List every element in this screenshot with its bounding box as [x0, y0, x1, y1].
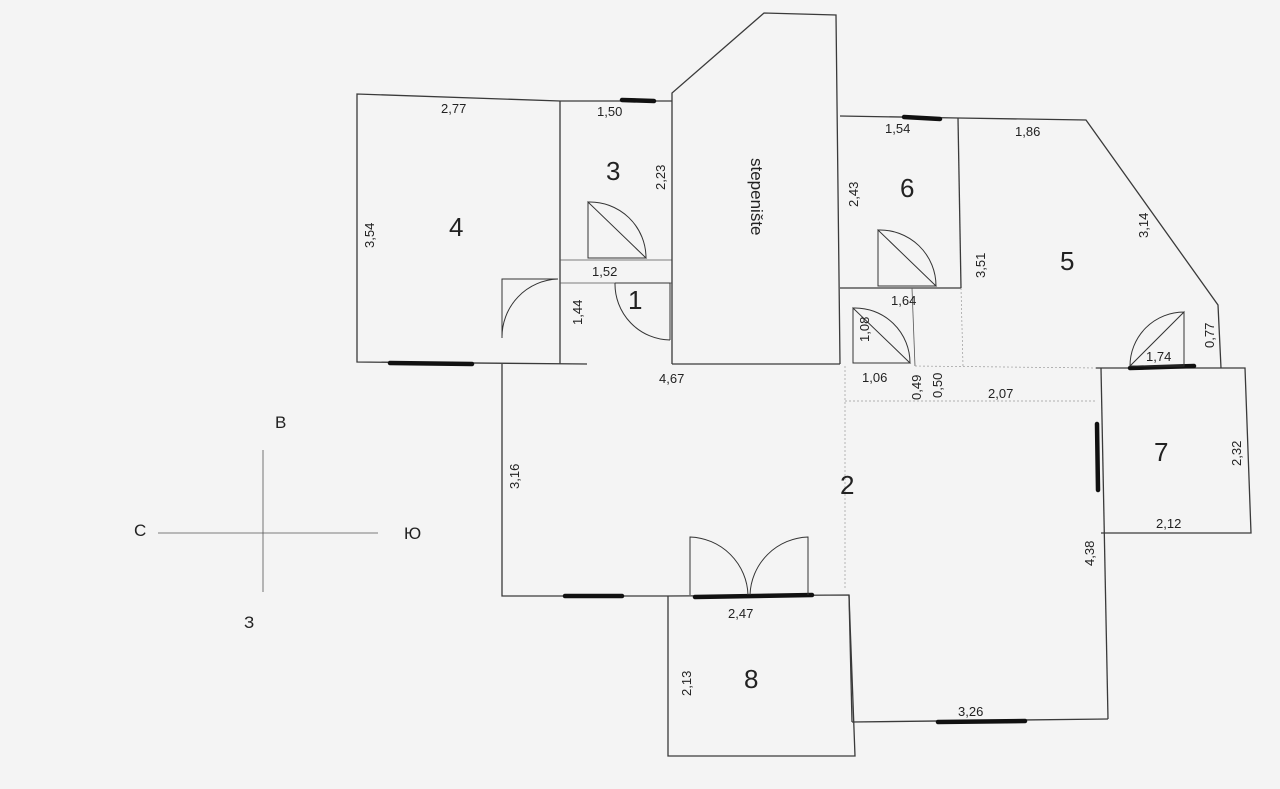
stairwell-walls: [671, 12, 841, 365]
room-1-label: 1: [628, 285, 642, 315]
room-5-bottom-wall: [914, 365, 1097, 369]
dim-4-38: 4,38: [1082, 541, 1097, 566]
door-room-1: [614, 282, 671, 341]
door-room-5: [1128, 310, 1185, 367]
window-room-4: [387, 360, 475, 367]
room-2-walls: [501, 364, 668, 597]
room-6-label: 6: [900, 173, 914, 203]
dim-1-52: 1,52: [592, 264, 617, 279]
dim-0-49: 0,49: [909, 375, 924, 400]
dim-1-74: 1,74: [1146, 349, 1171, 364]
compass: В С Ю З: [134, 413, 421, 632]
room-4-walls: [356, 93, 588, 365]
dim-2-13: 2,13: [679, 671, 694, 696]
dim-1-54: 1,54: [885, 121, 910, 136]
dim-2-47: 2,47: [728, 606, 753, 621]
room-5-walls: [957, 117, 1222, 369]
room-7-label: 7: [1154, 437, 1168, 467]
dim-1-44: 1,44: [570, 300, 585, 325]
dim-3-26: 3,26: [958, 704, 983, 719]
window-room-6: [901, 114, 943, 122]
dim-2-12: 2,12: [1156, 516, 1181, 531]
dim-3-51: 3,51: [973, 253, 988, 278]
dim-4-67: 4,67: [659, 371, 684, 386]
dim-1-08: 1,08: [857, 317, 872, 342]
dim-1-64: 1,64: [891, 293, 916, 308]
walls: [356, 12, 1252, 757]
door-room-4: [501, 278, 559, 339]
room-4-label: 4: [449, 212, 463, 242]
compass-north-label: В: [275, 413, 286, 432]
dim-3-16: 3,16: [507, 464, 522, 489]
doors: [501, 200, 1185, 596]
room-6-right-wall: [957, 117, 962, 289]
room-5-label: 5: [1060, 246, 1074, 276]
room-3-label: 3: [606, 156, 620, 186]
dim-2-32: 2,32: [1229, 441, 1244, 466]
dim-0-77: 0,77: [1202, 323, 1217, 348]
dim-1-86: 1,86: [1015, 124, 1040, 139]
window-room-7: [1094, 421, 1101, 493]
room-2-label: 2: [840, 470, 854, 500]
dim-1-06: 1,06: [862, 370, 887, 385]
dim-0-50: 0,50: [930, 373, 945, 398]
small-room-right-wall: [911, 287, 916, 367]
room-2-right-wall: [1100, 367, 1109, 720]
room-8-label: 8: [744, 664, 758, 694]
double-door-room-8: [689, 536, 809, 596]
compass-south-label: З: [244, 613, 254, 632]
window-room-3: [619, 97, 657, 104]
dim-3-54: 3,54: [362, 223, 377, 248]
door-room-3: [587, 200, 648, 259]
dim-1-50: 1,50: [597, 104, 622, 119]
windows: [387, 97, 1197, 725]
door-small-room: [852, 306, 912, 364]
door-room-6: [877, 228, 938, 287]
dim-3-14: 3,14: [1136, 213, 1151, 238]
compass-west-label: С: [134, 521, 146, 540]
room-7-walls: [1096, 367, 1252, 534]
window-room-8-top: [692, 592, 815, 600]
room-labels: 4 3 1 6 5 7 2 8 stepenište: [449, 156, 1168, 694]
dim-2-77: 2,77: [441, 101, 466, 116]
stairwell-label: stepenište: [747, 158, 766, 236]
dim-2-43: 2,43: [846, 182, 861, 207]
compass-east-label: Ю: [404, 524, 421, 543]
dimension-labels: 2,77 3,54 1,50 2,23 1,52 1,44 4,67 1,54 …: [362, 101, 1244, 719]
room-8-walls: [667, 594, 856, 757]
room-5-lower-left-wall: [960, 287, 964, 367]
window-room-2-bottom: [935, 718, 1028, 725]
dim-2-23: 2,23: [653, 165, 668, 190]
dim-2-07: 2,07: [988, 386, 1013, 401]
